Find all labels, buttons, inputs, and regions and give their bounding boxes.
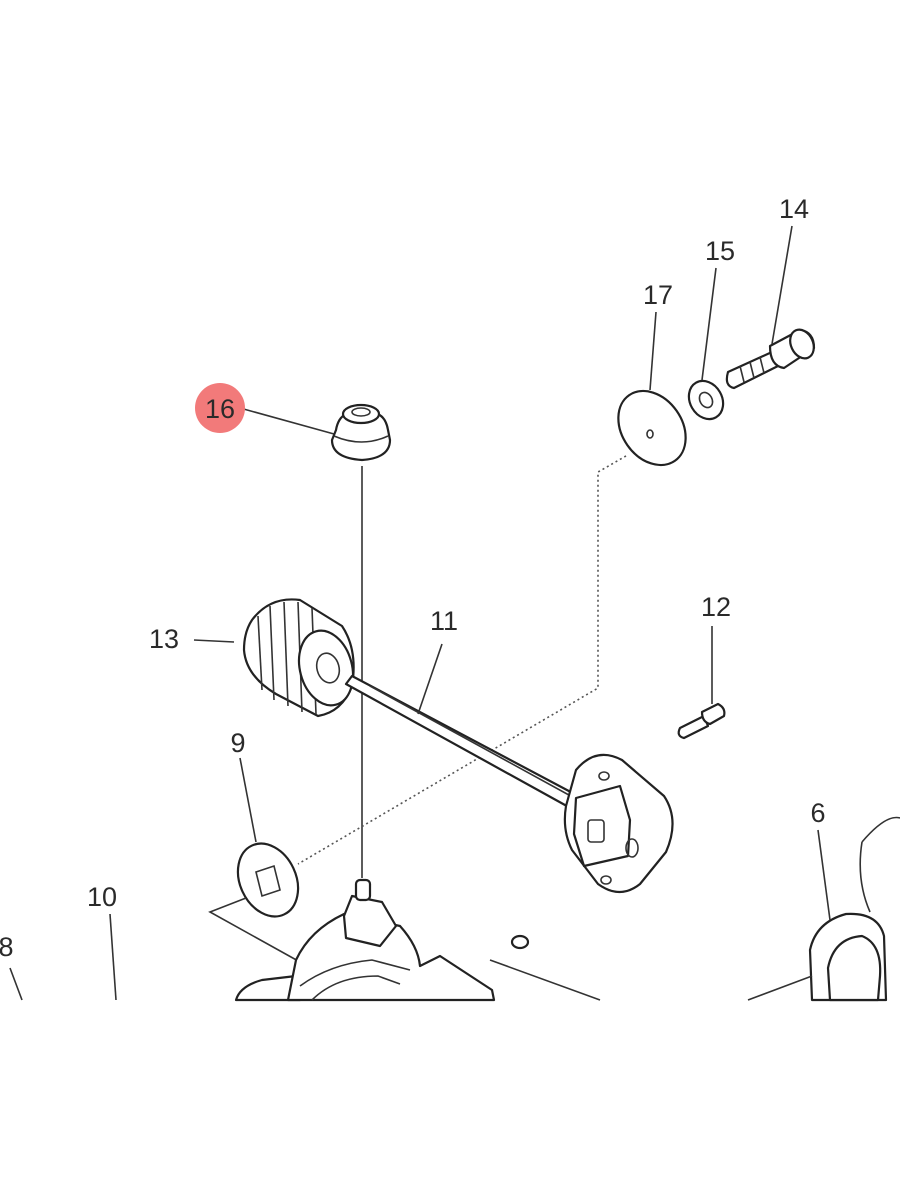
leader-8 xyxy=(9,967,23,1001)
housing-assembly xyxy=(234,878,601,1002)
part-14-bolt xyxy=(725,328,816,390)
part-12-screw xyxy=(677,702,726,740)
callout-8: 8 xyxy=(0,932,14,962)
leader-15 xyxy=(701,267,717,381)
callout-6: 6 xyxy=(810,798,825,828)
part-9-washer xyxy=(236,842,300,918)
leader-16 xyxy=(239,407,335,435)
callout-13: 13 xyxy=(149,624,179,654)
leader-13 xyxy=(193,639,235,643)
guide-line-9 xyxy=(208,897,301,963)
part-15-washer xyxy=(687,379,725,421)
callout-14: 14 xyxy=(779,194,809,224)
part-16-cap xyxy=(330,403,392,462)
part-6-motor xyxy=(747,816,900,1002)
leader-6 xyxy=(817,829,831,921)
callout-11: 11 xyxy=(430,606,458,636)
leader-10 xyxy=(109,913,117,1001)
part-13-gear xyxy=(242,598,355,718)
leader-14 xyxy=(771,225,793,345)
callout-12: 12 xyxy=(701,592,731,622)
callout-10: 10 xyxy=(87,882,117,912)
part-17-disc xyxy=(617,389,687,467)
leader-11 xyxy=(417,643,443,715)
leader-17 xyxy=(649,311,657,391)
callout-15: 15 xyxy=(705,236,735,266)
guide-line-17 xyxy=(297,455,627,865)
part-11-shaft xyxy=(344,674,674,894)
leader-9 xyxy=(239,757,257,843)
highlight-circle-16 xyxy=(195,383,245,433)
callout-16: 16 xyxy=(205,394,235,424)
callout-9: 9 xyxy=(230,728,245,758)
callout-17: 17 xyxy=(643,280,673,310)
